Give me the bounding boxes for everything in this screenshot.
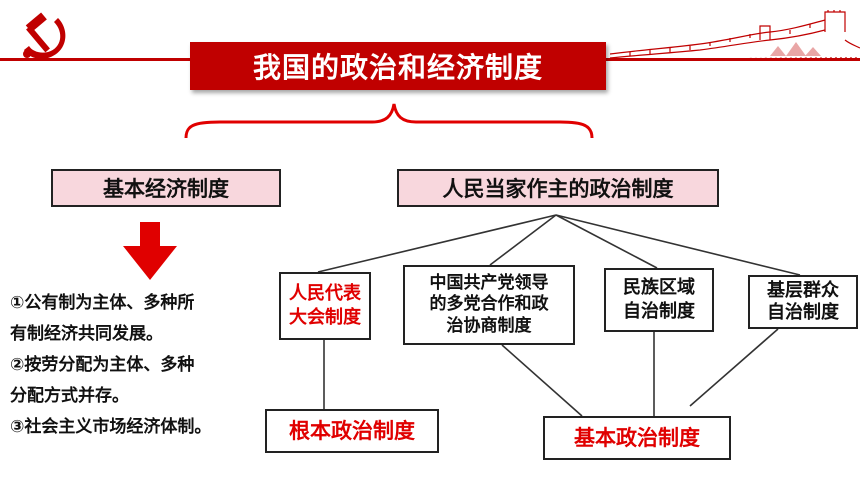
cpc-cooperation-system-box: 中国共产党领导 的多党合作和政 治协商制度: [403, 265, 575, 345]
connector-basic-cpc: [501, 344, 583, 417]
npc-system-line: 大会制度: [289, 307, 361, 328]
cpc-system-line: 中国共产党领导: [429, 273, 549, 294]
fundamental-political-system-label: 根本政治制度: [265, 409, 439, 453]
ethnic-system-line: 民族区域: [623, 276, 695, 298]
connector-ethnic: [555, 214, 658, 269]
connector-cpc: [489, 214, 557, 266]
political-system-heading: 人民当家作主的政治制度: [397, 169, 719, 207]
grassroots-system-line: 自治制度: [767, 302, 839, 323]
connector-grassroots: [555, 214, 801, 276]
cpc-system-line: 治协商制度: [446, 315, 532, 336]
ethnic-autonomy-system-box: 民族区域 自治制度: [604, 268, 714, 332]
party-emblem-icon: [23, 12, 66, 59]
npc-system-box: 人民代表 大会制度: [279, 272, 371, 340]
connector-npc: [317, 214, 557, 273]
cpc-system-line: 的多党合作和政: [429, 294, 549, 315]
economic-line: 有制经济共同发展。: [10, 324, 163, 344]
ethnic-system-line: 自治制度: [623, 301, 695, 322]
economic-system-list: ①公有制为主体、多种所 有制经济共同发展。 ②按劳分配为主体、多种 分配方式并存…: [10, 288, 272, 443]
economic-line: ①公有制为主体、多种所: [10, 293, 195, 313]
basic-political-system-label: 基本政治制度: [543, 416, 731, 460]
economic-line: 分配方式并存。: [10, 386, 129, 406]
economic-system-heading: 基本经济制度: [51, 169, 281, 207]
economic-line: ②按劳分配为主体、多种: [10, 355, 195, 375]
page-title: 我国的政治和经济制度: [190, 42, 606, 90]
grassroots-system-line: 基层群众: [767, 279, 839, 301]
economic-line: ③社会主义市场经济体制。: [10, 417, 212, 437]
brace-connector: [184, 103, 594, 139]
great-wall-icon: [610, 10, 860, 61]
connector-basic-grassroots: [689, 328, 779, 407]
npc-system-line: 人民代表: [289, 282, 361, 304]
grassroots-autonomy-system-box: 基层群众 自治制度: [748, 275, 858, 329]
down-arrow-icon: [123, 222, 177, 280]
